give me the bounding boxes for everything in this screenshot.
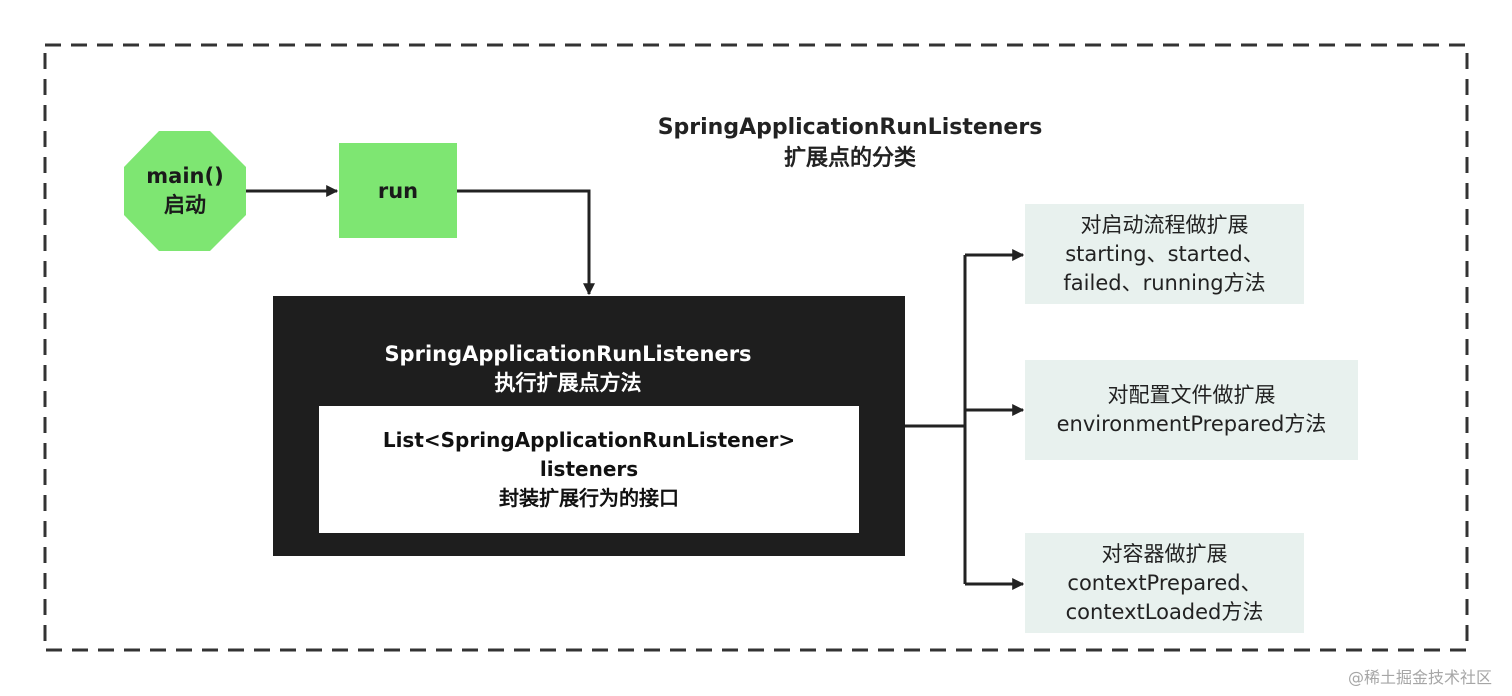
ext-box-context: 对容器做扩展 contextPrepared、 contextLoaded方法 [1025, 533, 1304, 633]
run-node-label: run [377, 178, 419, 203]
listener-line1: List<SpringApplicationRunListener> [382, 428, 796, 452]
run-node: run [339, 143, 457, 238]
ext-box-environment: 对配置文件做扩展 environmentPrepared方法 [1025, 360, 1358, 460]
ext-startup-line1: 对启动流程做扩展 [1080, 212, 1249, 237]
main-octagon-shape [124, 131, 246, 251]
main-node-line1: main() [146, 164, 224, 188]
listener-list-box: List<SpringApplicationRunListener> liste… [319, 406, 859, 533]
watermark: @稀土掘金技术社区 [1347, 668, 1492, 687]
arrow-run-to-executor [457, 189, 595, 296]
main-node-line2: 启动 [164, 193, 206, 217]
diagram-title: SpringApplicationRunListeners 扩展点的分类 [640, 112, 1060, 174]
ext-env-line2: environmentPrepared方法 [1056, 412, 1327, 436]
listener-line3: 封装扩展行为的接口 [499, 486, 679, 510]
title-line1: SpringApplicationRunListeners [657, 115, 1043, 140]
main-node: main() 启动 [124, 131, 246, 251]
ext-startup-line3: failed、running方法 [1063, 270, 1266, 295]
title-line2: 扩展点的分类 [783, 146, 916, 171]
executor-title-line2: 执行扩展点方法 [494, 371, 642, 395]
dashed-frame [43, 43, 1469, 652]
ext-box-startup: 对启动流程做扩展 starting、started、 failed、runnin… [1025, 204, 1304, 304]
ext-startup-line2: starting、started、 [1065, 241, 1264, 266]
ext-ctx-line3: contextLoaded方法 [1065, 599, 1264, 624]
executor-title: SpringApplicationRunListeners 执行扩展点方法 [273, 340, 863, 398]
ext-ctx-line1: 对容器做扩展 [1101, 541, 1228, 566]
ext-env-line1: 对配置文件做扩展 [1107, 383, 1276, 407]
executor-title-line1: SpringApplicationRunListeners [384, 342, 752, 366]
ext-ctx-line2: contextPrepared、 [1067, 570, 1262, 595]
listener-line2: listeners [539, 457, 639, 481]
